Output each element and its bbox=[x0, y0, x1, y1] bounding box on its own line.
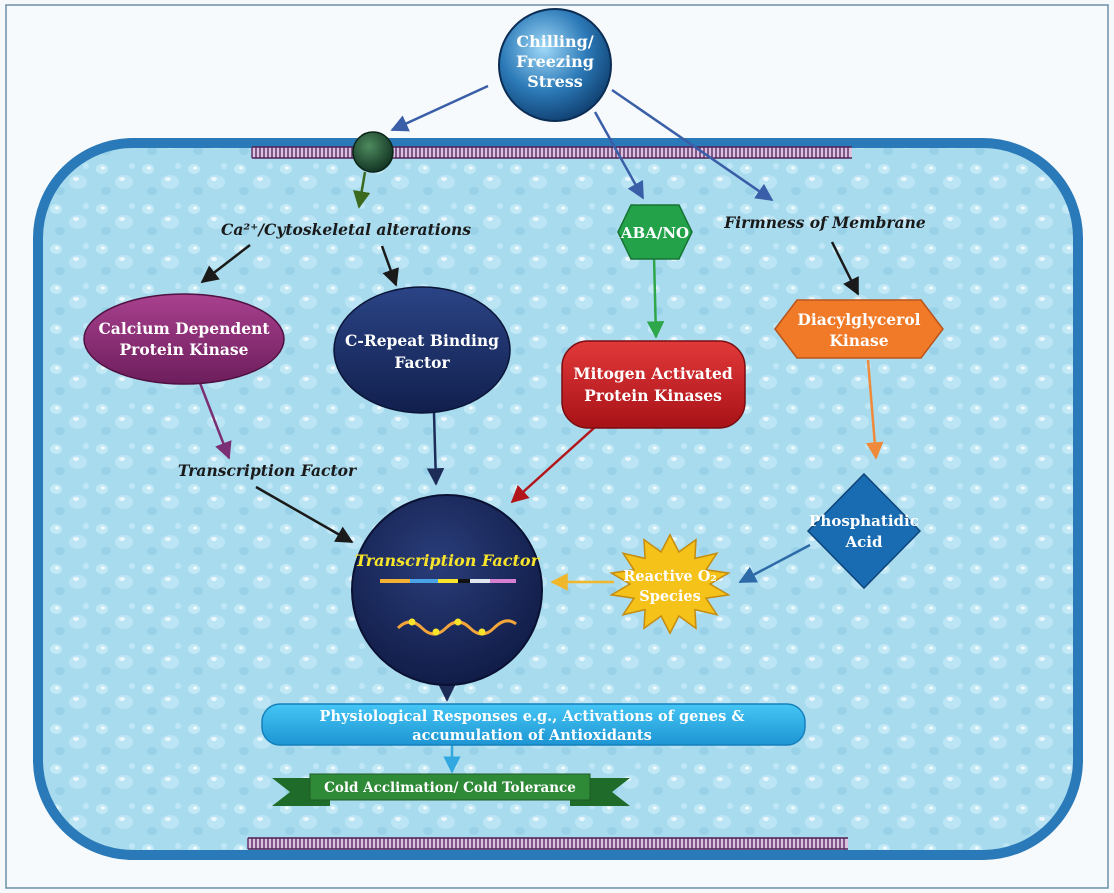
tf-small-label: Transcription Factor bbox=[178, 461, 358, 480]
arrow-channel-to-ca bbox=[353, 171, 371, 209]
cold-banner bbox=[272, 773, 630, 806]
arrow-pa-to-ros bbox=[738, 543, 811, 584]
abano-node bbox=[617, 204, 693, 260]
stress-node bbox=[498, 8, 612, 122]
arrow-tf-to-tfcenter bbox=[255, 485, 354, 544]
membrane-bottom bbox=[247, 837, 848, 850]
physio-label: Physiological Responses e.g., Activation… bbox=[320, 708, 745, 744]
abano-label: ABA/NO bbox=[620, 224, 689, 242]
tf-center-label: Transcription Factor bbox=[355, 551, 541, 570]
arrow-firmness-to-dgk bbox=[830, 241, 860, 296]
dgk-node bbox=[774, 299, 944, 359]
firmness-label: Firmness of Membrane bbox=[723, 213, 926, 232]
arrow-stress-to-firmness bbox=[611, 88, 774, 202]
dna-strand-icon bbox=[380, 579, 516, 583]
arrow-abano-to-mapk bbox=[646, 255, 665, 339]
cdpk-node bbox=[83, 293, 285, 385]
arrow-stress-to-abano bbox=[593, 111, 645, 200]
mapk-node bbox=[561, 340, 746, 429]
mrna-strand-icon bbox=[396, 618, 517, 636]
membrane-top bbox=[251, 146, 852, 159]
ca-alterations-label: Ca²⁺/Cytoskeletal alterations bbox=[221, 220, 471, 239]
tf-center-node bbox=[351, 494, 543, 686]
arrow-cdpk-to-tf bbox=[198, 382, 232, 460]
cold-label: Cold Acclimation/ Cold Tolerance bbox=[324, 780, 576, 796]
pa-node bbox=[806, 472, 922, 590]
arrow-ca-to-cdpk bbox=[200, 244, 251, 284]
cbf-node bbox=[333, 286, 511, 414]
ros-node bbox=[609, 533, 731, 635]
arrow-dgk-to-pa bbox=[865, 359, 884, 460]
ion-channel bbox=[352, 131, 394, 173]
arrow-ca-to-cbf bbox=[380, 245, 399, 287]
cell-body bbox=[33, 138, 1083, 860]
physio-node bbox=[261, 703, 806, 746]
arrow-stress-to-channel bbox=[390, 84, 489, 132]
arrow-cbf-to-tfcenter bbox=[426, 412, 445, 486]
arrow-mapk-to-tfcenter bbox=[510, 427, 595, 504]
